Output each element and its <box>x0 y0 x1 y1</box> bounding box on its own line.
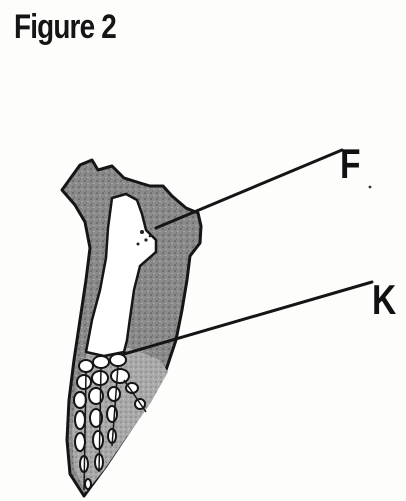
leader-line-f <box>156 150 342 228</box>
stray-dot <box>369 186 372 189</box>
label-k: K <box>372 276 396 324</box>
label-f: F <box>340 140 361 188</box>
